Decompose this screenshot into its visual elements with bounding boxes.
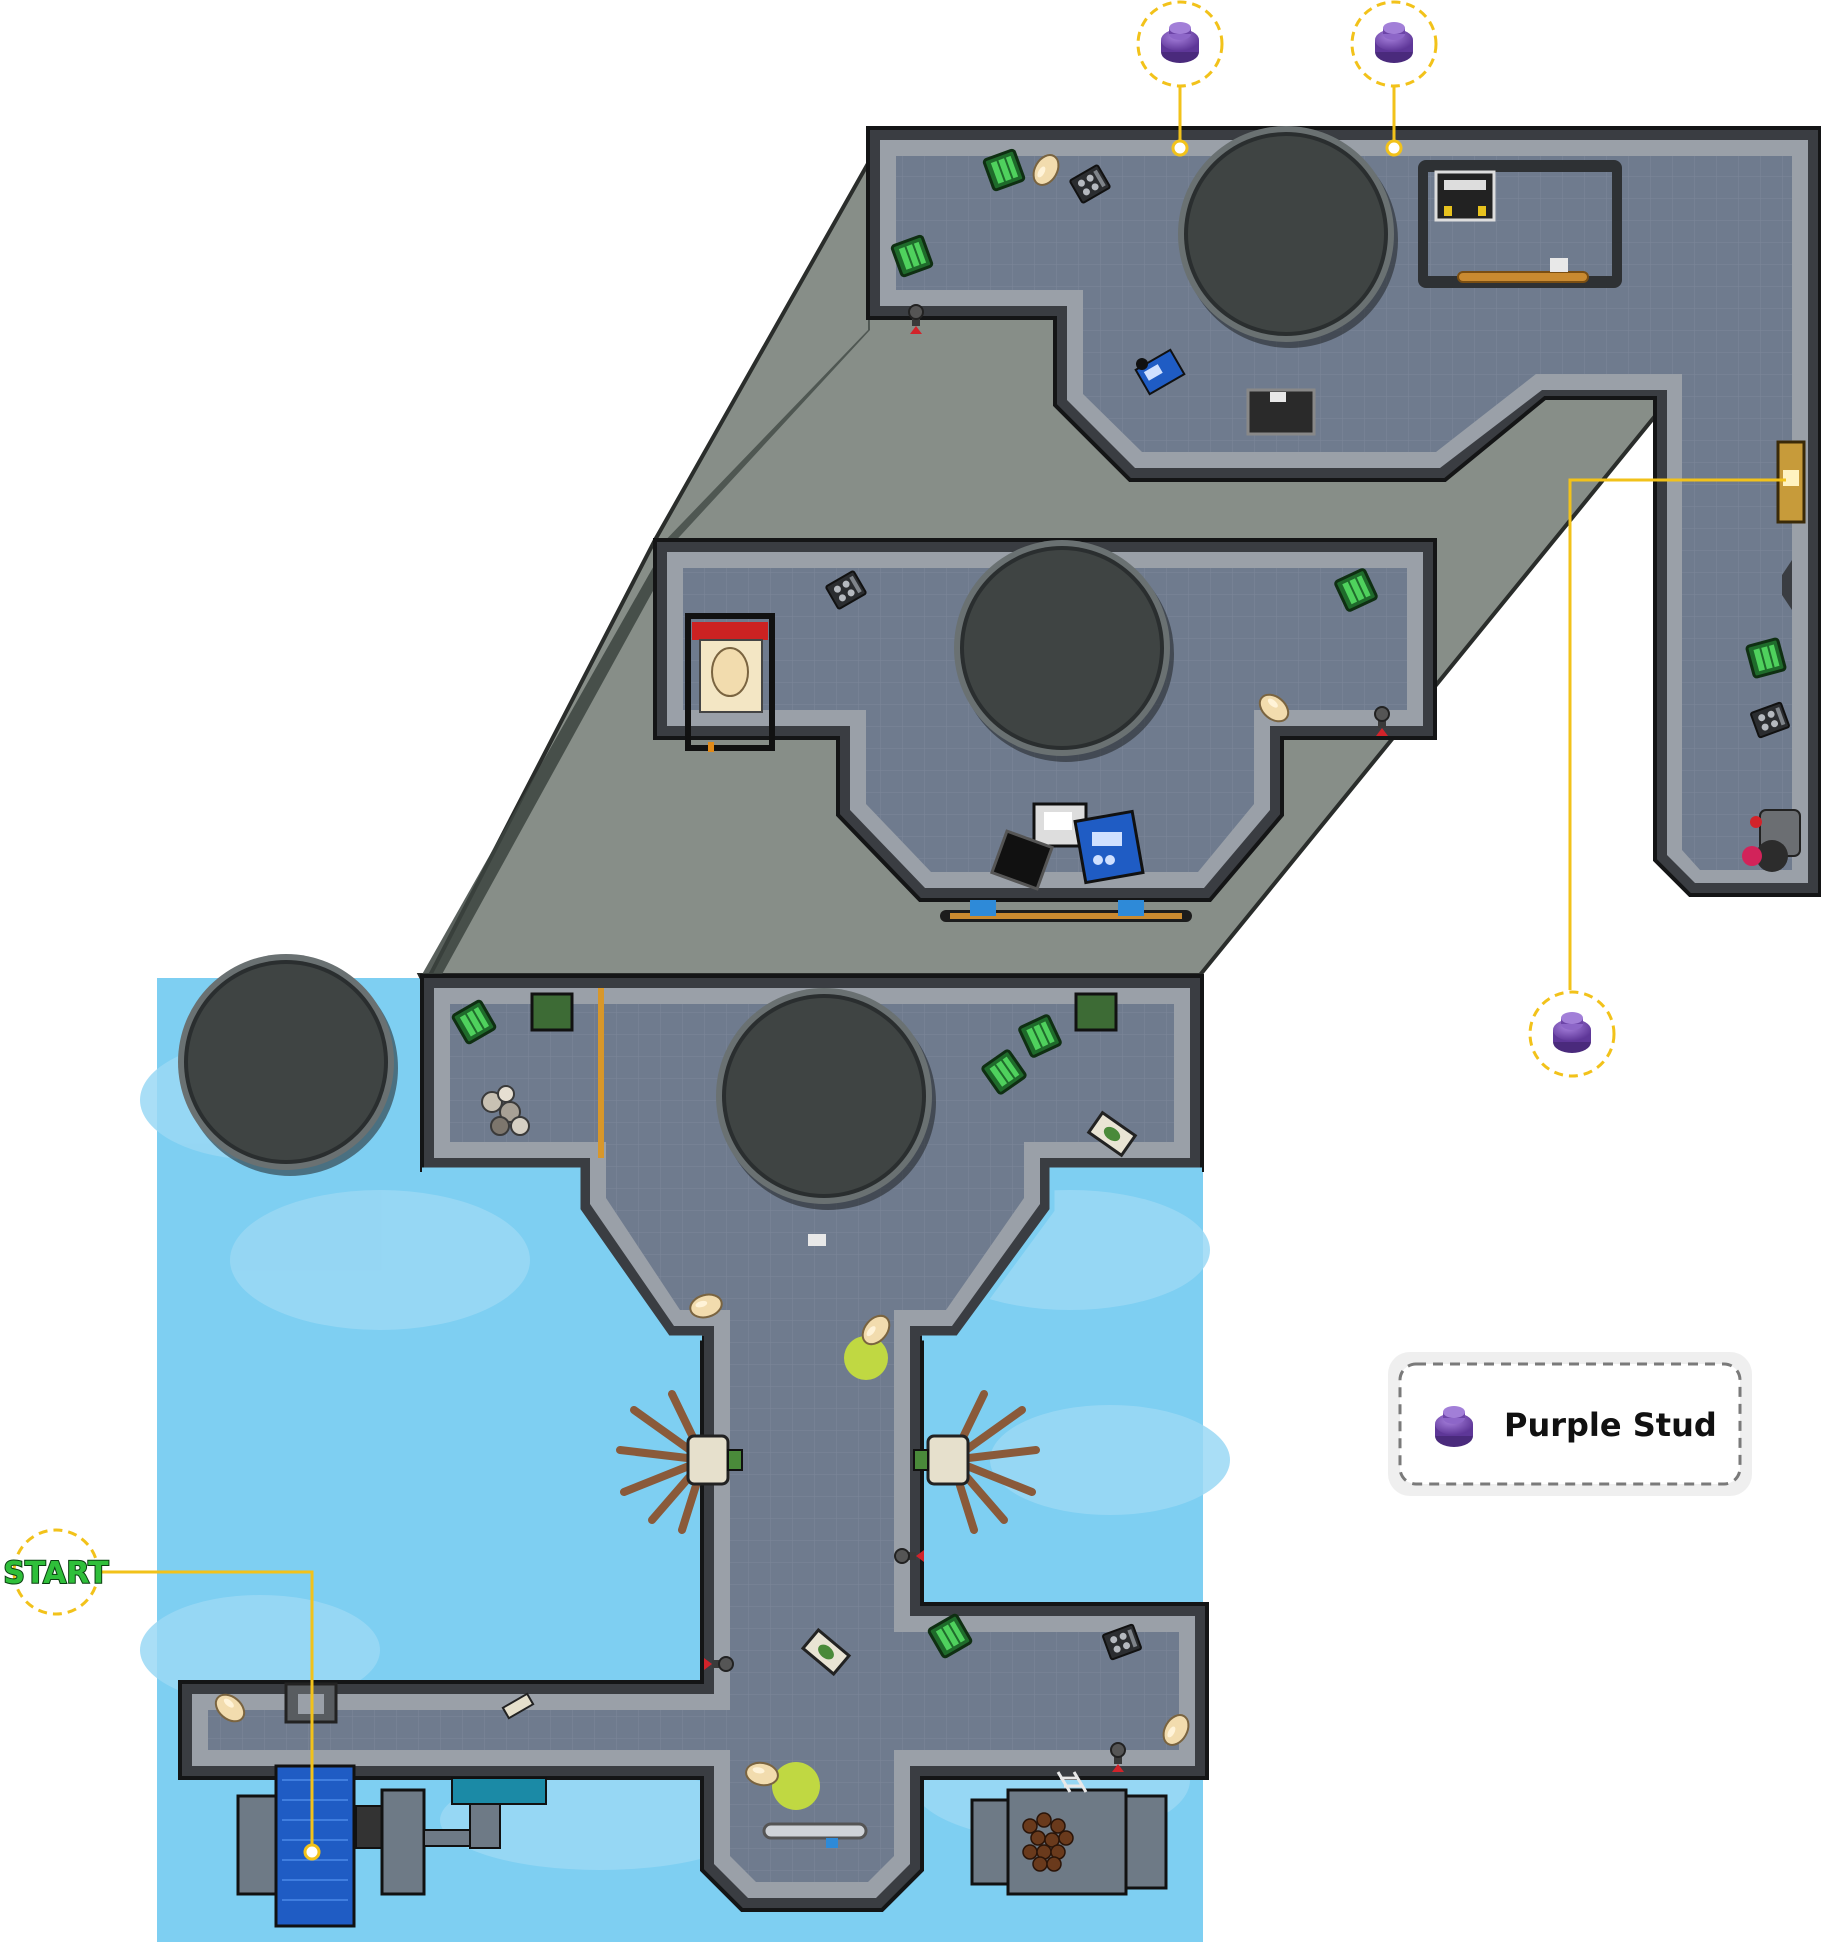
computer-terminal xyxy=(990,802,1145,891)
pump-machine xyxy=(1742,809,1801,872)
purple-stud-marker[interactable] xyxy=(1136,0,1224,88)
route-node xyxy=(1385,139,1403,157)
start-label: START xyxy=(3,1556,109,1591)
rail-track xyxy=(762,1822,868,1848)
purple-stud-marker[interactable] xyxy=(1528,990,1616,1078)
legend-label: Purple Stud xyxy=(1504,1406,1717,1444)
flashlight xyxy=(501,1692,535,1720)
upper-room xyxy=(866,126,1821,897)
rock-pile xyxy=(481,1085,530,1136)
wall-panel xyxy=(1776,440,1806,524)
fan-machine-right xyxy=(913,1390,1040,1534)
desk-booth xyxy=(1418,160,1622,288)
fan-machine-left xyxy=(616,1390,743,1534)
map-legend: Purple Stud xyxy=(1388,1352,1752,1496)
route-node xyxy=(303,1843,321,1861)
start-marker[interactable]: START xyxy=(2,1528,110,1616)
middle-room xyxy=(653,538,1437,922)
route-lines xyxy=(100,80,1786,1852)
blue-machine xyxy=(1134,348,1186,396)
supply-box xyxy=(800,1627,852,1677)
green-crate xyxy=(1744,636,1788,680)
purple-stud-marker[interactable] xyxy=(1350,0,1438,88)
rail-track xyxy=(940,900,1192,922)
cage-structure xyxy=(685,613,775,752)
lower-room xyxy=(178,974,1209,1912)
supply-box xyxy=(1086,1110,1138,1158)
machinery-right xyxy=(970,1771,1168,1896)
route-node xyxy=(1171,139,1189,157)
